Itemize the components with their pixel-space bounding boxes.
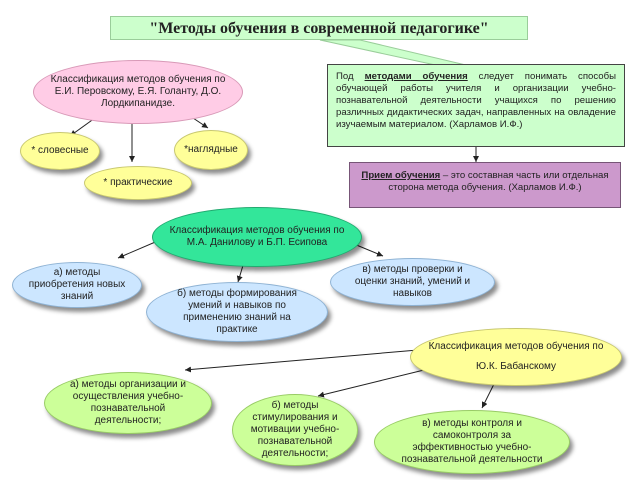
- item-naglyadnye-text: *наглядные: [184, 144, 238, 155]
- title-callout: [319, 39, 471, 67]
- priem-box: Прием обучения – это составная часть или…: [349, 162, 621, 208]
- classification-2-main: Классификация методов обучения по М.А. Д…: [152, 207, 362, 267]
- classification-1-item-slovesnye: * словесные: [20, 132, 100, 170]
- classification-3-main: Классификация методов обучения по Ю.К. Б…: [410, 328, 622, 386]
- classification-3-item-b: б) методы стимулирования и мотивации уче…: [232, 394, 358, 466]
- arrow-g3-v: [481, 383, 495, 409]
- definition-prefix: Под: [336, 71, 365, 82]
- definition-box: Под методами обучения следует понимать с…: [327, 64, 625, 147]
- item-3a-text: а) методы организации и осуществления уч…: [69, 379, 186, 426]
- classification-3-main-line1: Классификация методов обучения по: [428, 341, 604, 352]
- arrow-g3-b: [317, 369, 425, 398]
- definition-term: методами обучения: [364, 71, 468, 82]
- classification-3-item-v: в) методы контроля и самоконтроля за эфф…: [374, 410, 570, 474]
- item-2v-text: в) методы проверки и оценки знаний, умен…: [354, 264, 471, 299]
- item-3b-text: б) методы стимулирования и мотивации уче…: [250, 400, 340, 459]
- arrow-g2-a: [117, 239, 161, 259]
- classification-1-item-prakticheskie: * практические: [84, 166, 192, 200]
- classification-2-item-a: а) методы приобретения новых знаний: [12, 262, 142, 308]
- item-2b-text: б) методы формирования умений и навыков …: [177, 288, 297, 335]
- classification-3-main-line2: Ю.К. Бабанскому: [475, 361, 556, 372]
- item-prakticheskie-text: * практические: [103, 177, 173, 188]
- item-slovesnye-text: * словесные: [31, 145, 89, 156]
- item-2a-text: а) методы приобретения новых знаний: [28, 267, 126, 302]
- diagram-title: "Методы обучения в современной педагогик…: [110, 16, 528, 40]
- arrow-g3-a: [184, 349, 419, 373]
- priem-text: – это составная часть или отдельная стор…: [388, 170, 609, 193]
- classification-2-item-v: в) методы проверки и оценки знаний, умен…: [330, 258, 495, 306]
- classification-1-item-naglyadnye: *наглядные: [174, 130, 248, 170]
- item-3v-text: в) методы контроля и самоконтроля за эфф…: [401, 418, 543, 465]
- priem-term: Прием обучения: [361, 170, 441, 181]
- classification-2-main-text: Классификация методов обучения по М.А. Д…: [169, 225, 345, 248]
- definition-text: следует понимать способы обучающей работ…: [336, 71, 616, 130]
- classification-1-main: Классификация методов обучения по Е.И. П…: [33, 60, 243, 124]
- classification-2-item-b: б) методы формирования умений и навыков …: [146, 282, 328, 342]
- classification-1-main-text: Классификация методов обучения по Е.И. П…: [50, 74, 226, 109]
- arrow-g2-v: [353, 243, 384, 257]
- classification-3-item-a: а) методы организации и осуществления уч…: [44, 372, 212, 434]
